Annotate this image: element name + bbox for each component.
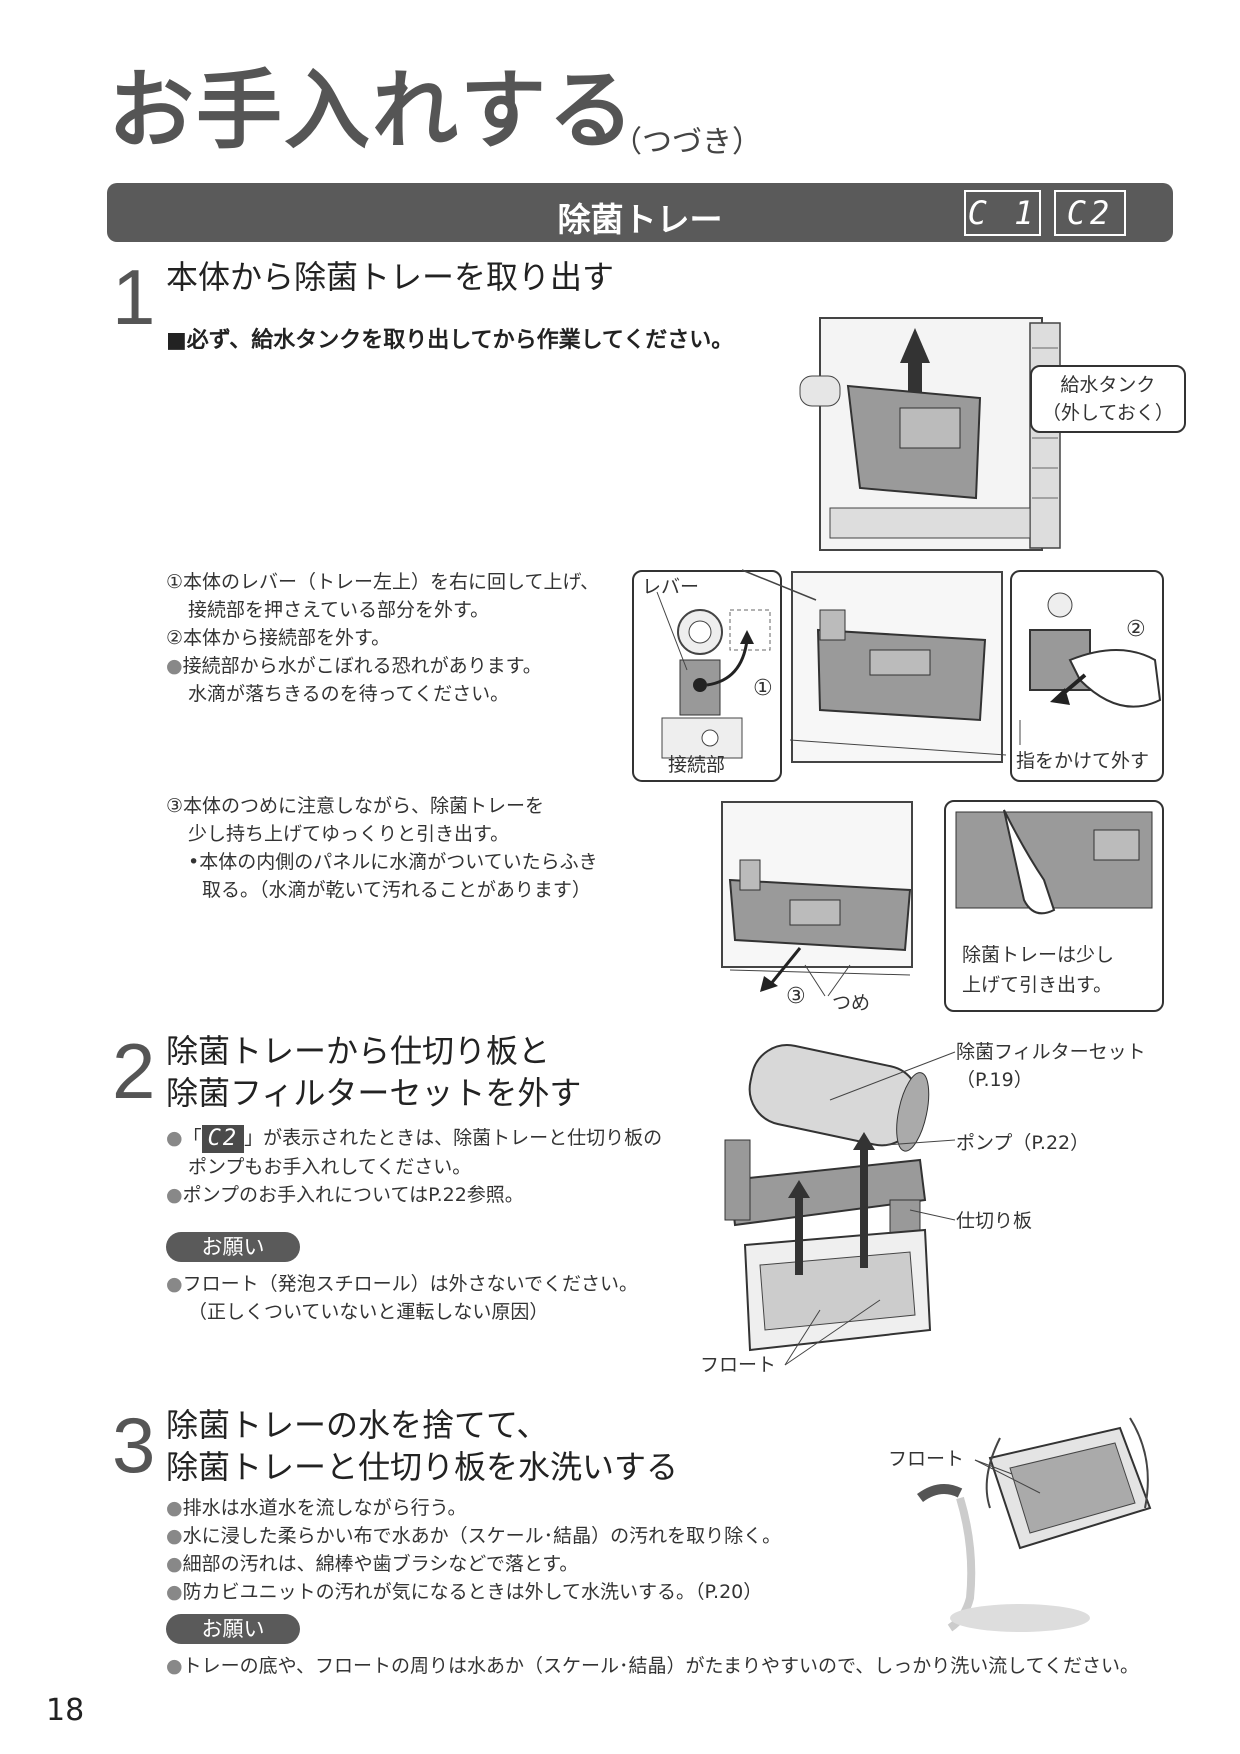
step-1-number: 1	[112, 253, 156, 341]
c2-code-badge: C2	[201, 1124, 245, 1153]
float-label-2: フロート	[888, 1448, 965, 1470]
finger-detail-illustration	[1019, 592, 1162, 745]
bullet: ●	[166, 1127, 183, 1149]
step-1-note: ■必ず、給水タンクを取り出してから作業してください。	[166, 328, 734, 353]
bullet: ●	[166, 1183, 183, 1206]
page-number: 18	[46, 1693, 85, 1728]
error-code-c2: C2	[1054, 190, 1126, 236]
scale-instruction: 水に浸した柔らかい布で水あか（スケール･結晶）の汚れを取り除く。	[182, 1525, 782, 1547]
tank-label-note: （外しておく）	[1042, 402, 1174, 424]
instr-water-warning-2: 水滴が落ちきるのを待ってください。	[188, 683, 510, 705]
error-code-c1: C 1	[964, 190, 1041, 236]
bullet: ●	[166, 1581, 183, 1603]
tank-removal-illustration	[799, 317, 1061, 551]
circle-3-marker: ③	[786, 984, 806, 1009]
instr-water-warning-1: 接続部から水がこぼれる恐れがあります。	[182, 655, 542, 677]
float-label: フロート	[700, 1354, 777, 1376]
pump-label: ポンプ（P.22）	[956, 1132, 1090, 1154]
step-1-instructions-b: ③本体のつめに注意しながら、除菌トレーを 少し持ち上げてゆっくりと引き出す。 •…	[166, 792, 598, 904]
step-2-bullets: ●「C2」が表示されたときは、除菌トレーと仕切り板の ポンプもお手入れしてくださ…	[166, 1124, 662, 1209]
float-warning-1: フロート（発泡スチロール）は外さないでください。	[182, 1273, 639, 1295]
washing-illustration	[917, 1417, 1152, 1632]
connector-label: 接続部	[668, 754, 726, 776]
tank-label: 給水タンク	[1060, 374, 1156, 396]
step-1-heading: 本体から除菌トレーを取り出す	[166, 258, 615, 296]
step-3-request: ●トレーの底や、フロートの周りは水あか（スケール･結晶）がたまりやすいので、しっ…	[166, 1652, 1139, 1680]
pump-ref: ポンプのお手入れについてはP.22参照。	[182, 1183, 524, 1206]
c2-quote-open: 「	[182, 1127, 202, 1149]
section-header: 除菌トレー C 1 C2	[107, 183, 1173, 242]
tray-lever-illustration	[741, 569, 1007, 763]
bottom-rinse-note: トレーの底や、フロートの周りは水あか（スケール･結晶）がたまりやすいので、しっか…	[182, 1655, 1140, 1677]
filter-page-ref: （P.19）	[956, 1069, 1033, 1091]
bullet: ●	[166, 1655, 183, 1677]
section-title: 除菌トレー	[557, 200, 723, 239]
instr-claw-2: 少し持ち上げてゆっくりと引き出す。	[188, 823, 510, 845]
step-2-heading: 除菌トレーから仕切り板と 除菌フィルターセットを外す	[166, 1030, 581, 1114]
bullet: ●	[166, 1497, 183, 1519]
pull-label-2: 上げて引き出す。	[962, 974, 1113, 996]
instr-wipe-1: •本体の内側のパネルに水滴がついていたらふき	[188, 851, 598, 873]
step-2-request: ●フロート（発泡スチロール）は外さないでください。 （正しくついていないと運転し…	[166, 1270, 638, 1326]
page-subtitle: （つづき）	[612, 125, 762, 160]
mold-unit-instruction: 防カビユニットの汚れが気になるときは外して水洗いする。（P.20）	[182, 1581, 763, 1603]
instr-connector: ②本体から接続部を外す。	[166, 627, 391, 649]
instr-lever-2: 接続部を押さえている部分を外す。	[188, 599, 490, 621]
instr-wipe-2: 取る。（水滴が乾いて汚れることがあります）	[202, 879, 591, 901]
detail-instruction: 細部の汚れは、綿棒や歯ブラシなどで落とす。	[182, 1553, 579, 1575]
step-2-number: 2	[112, 1027, 156, 1115]
step-3-number: 3	[112, 1401, 156, 1489]
bullet: ●	[166, 1525, 183, 1547]
pull-callout: 除菌トレーは少し 上げて引き出す。	[962, 940, 1114, 1000]
filter-label: 除菌フィルターセット	[956, 1041, 1146, 1063]
step-3-heading-line-2: 除菌トレーと仕切り板を水洗いする	[166, 1448, 679, 1486]
page-title: お手入れする	[108, 61, 636, 161]
step-2-heading-line-1: 除菌トレーから仕切り板と	[166, 1032, 551, 1070]
step-2-heading-line-2: 除菌フィルターセットを外す	[166, 1074, 582, 1112]
c2-note-2: ポンプもお手入れしてください。	[188, 1155, 472, 1178]
step-3-heading: 除菌トレーの水を捨てて、 除菌トレーと仕切り板を水洗いする	[166, 1404, 678, 1488]
float-warning-2: （正しくついていないと運転しない原因）	[188, 1301, 549, 1323]
tank-callout: 給水タンク （外しておく）	[1030, 365, 1186, 433]
instr-claw-1: ③本体のつめに注意しながら、除菌トレーを	[166, 795, 545, 817]
bullet: ●	[166, 1553, 183, 1575]
filter-partition-illustration	[724, 1044, 956, 1366]
tray-pull-illustration	[721, 801, 913, 997]
circle-2-marker: ②	[1126, 617, 1146, 642]
onegai-badge-2: お願い	[166, 1614, 300, 1644]
claw-label: つめ	[832, 992, 871, 1014]
lever-label: レバー	[642, 576, 700, 598]
partition-label: 仕切り板	[956, 1210, 1033, 1232]
filter-callout: 除菌フィルターセット （P.19）	[956, 1038, 1146, 1094]
bullet: ●	[166, 1273, 183, 1295]
step-3-bullets: ●排水は水道水を流しながら行う。 ●水に浸した柔らかい布で水あか（スケール･結晶…	[166, 1494, 781, 1606]
bullet: ●	[166, 655, 183, 677]
step-1-instructions-a: ①本体のレバー（トレー左上）を右に回して上げ、 接続部を押さえている部分を外す。…	[166, 568, 599, 708]
finger-label: 指をかけて外す	[1016, 750, 1150, 772]
onegai-badge: お願い	[166, 1232, 300, 1262]
pull-label-1: 除菌トレーは少し	[962, 944, 1115, 966]
instr-lever-1: ①本体のレバー（トレー左上）を右に回して上げ、	[166, 571, 600, 593]
drain-instruction: 排水は水道水を流しながら行う。	[182, 1497, 467, 1519]
circle-1-marker: ①	[753, 676, 773, 701]
c2-note: 」が表示されたときは、除菌トレーと仕切り板の	[244, 1127, 663, 1149]
pull-detail-illustration	[955, 809, 1153, 915]
lever-detail-illustration	[656, 591, 771, 759]
step-3-heading-line-1: 除菌トレーの水を捨てて、	[166, 1406, 549, 1444]
